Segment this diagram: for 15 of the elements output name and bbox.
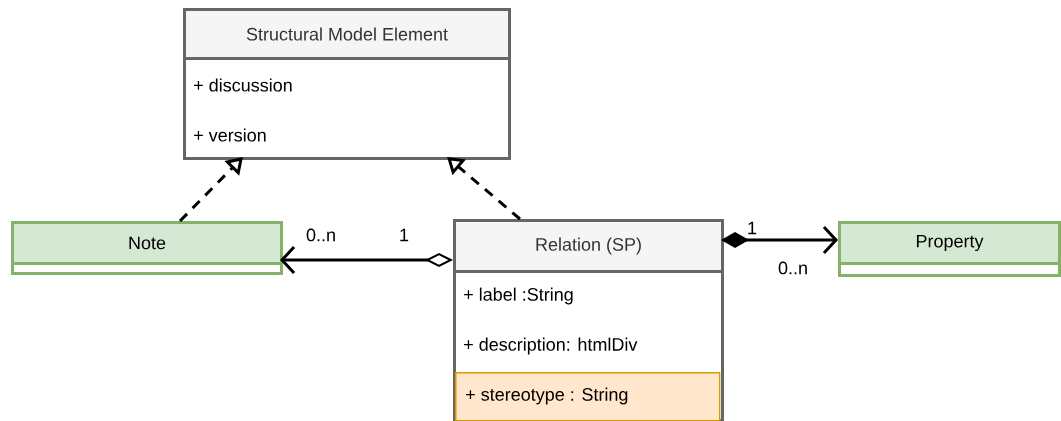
multiplicity-label: 1: [400, 228, 409, 242]
multiplicity-label: 0..n: [306, 228, 335, 242]
attribute-text: + discussion: [194, 78, 292, 92]
attribute-text: + version: [194, 128, 266, 142]
connector: [178, 157, 243, 223]
connector: [447, 157, 521, 221]
attribute-text: + label :String: [464, 287, 573, 305]
attribute-text: + description: htmlDiv: [464, 337, 638, 355]
multiplicity-label: 1: [748, 221, 757, 235]
multiplicity-label: 0..n: [778, 261, 807, 275]
attribute-row: + stereotype : String: [455, 372, 721, 421]
class-header: Structural Model Element: [183, 8, 511, 60]
class-header: Note: [11, 221, 283, 265]
class-header: Relation (SP): [453, 219, 724, 273]
class-header: Property: [838, 221, 1061, 265]
